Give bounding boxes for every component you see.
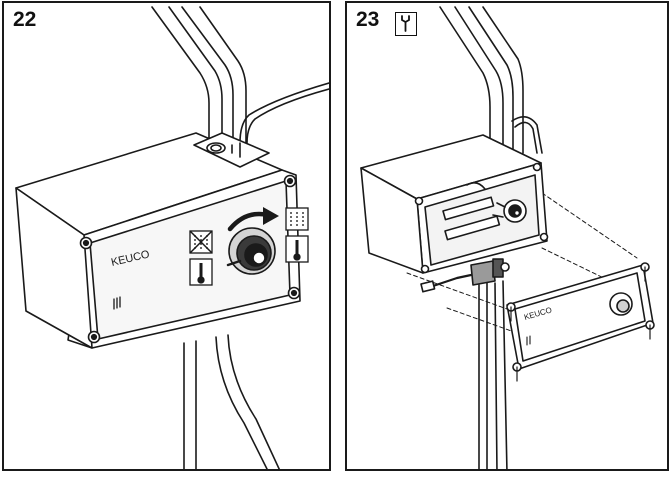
supply-pipes	[151, 6, 329, 144]
connector-cable	[420, 258, 510, 293]
step-22-panel: 22	[2, 1, 331, 471]
step-22-illustration: KEUCO	[15, 6, 329, 469]
wrench-icon	[395, 12, 417, 36]
step-23-illustration: KEUCO	[360, 6, 655, 469]
temperature-knob	[226, 227, 276, 275]
thermometer-low-icon	[189, 258, 213, 286]
step-number: 22	[13, 8, 37, 31]
outlet-pipes	[478, 280, 508, 469]
outlet-pipes	[183, 334, 281, 469]
internal-valve	[442, 181, 527, 241]
corner-screws	[79, 174, 301, 344]
supply-pipes	[439, 6, 543, 154]
step-number: 23	[356, 8, 380, 31]
step-23-panel: 23	[345, 1, 669, 471]
thermometer-high-icon	[285, 235, 309, 263]
warm-water-icon	[285, 207, 309, 231]
cold-water-icon	[189, 230, 213, 254]
